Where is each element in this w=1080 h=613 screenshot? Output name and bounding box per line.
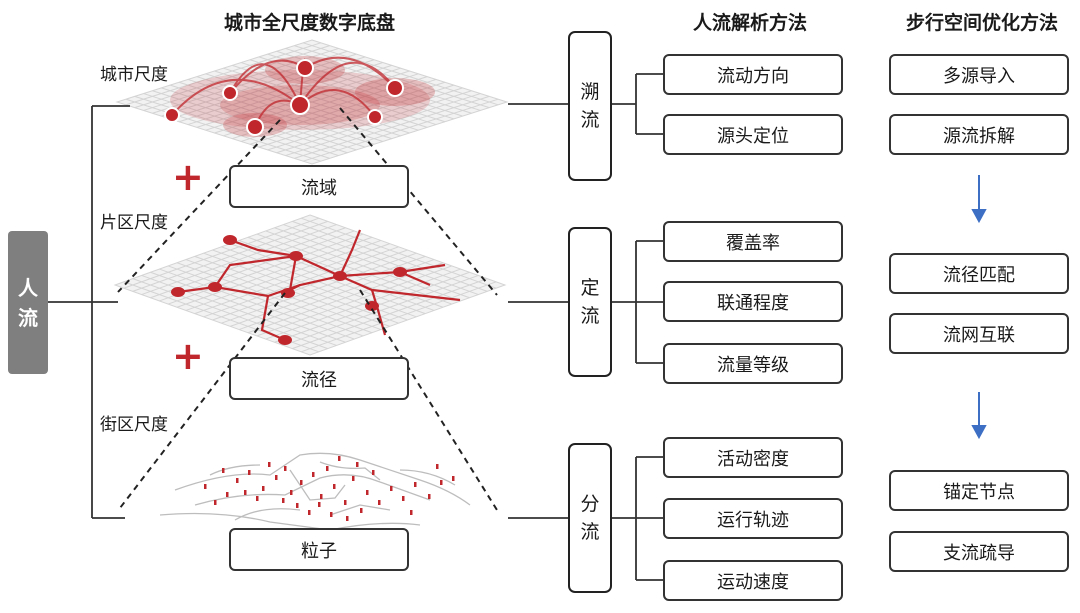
layer-to-method-connectors bbox=[508, 103, 568, 519]
scale-label-block: 街区尺度 bbox=[100, 415, 168, 435]
street-block-outlines bbox=[159, 452, 471, 531]
district-scale-grid bbox=[113, 214, 507, 356]
layer-box-particle: 粒子 bbox=[229, 528, 409, 571]
root-char-2: 流 bbox=[18, 305, 38, 330]
analysis-item-trajectory: 运行轨迹 bbox=[663, 498, 843, 539]
optimization-item-network-interconnect: 流网互联 bbox=[889, 313, 1069, 354]
method-locate-flow: 定 流 bbox=[568, 227, 612, 377]
street-particles bbox=[204, 456, 455, 521]
method-locate-char-1: 定 bbox=[580, 277, 600, 299]
plus-sign-2: + bbox=[172, 334, 204, 378]
optimization-title: 步行空间优化方法 bbox=[906, 12, 1059, 34]
analysis-item-flow-grade: 流量等级 bbox=[663, 343, 843, 384]
analysis-item-activity-density: 活动密度 bbox=[663, 437, 843, 478]
method-trace-source: 溯 流 bbox=[568, 31, 612, 181]
optimization-item-multi-source-input: 多源导入 bbox=[889, 54, 1069, 95]
method-split-char-1: 分 bbox=[580, 493, 600, 515]
method-split-flow: 分 流 bbox=[568, 443, 612, 593]
root-char-1: 人 bbox=[18, 275, 38, 300]
analysis-item-coverage: 覆盖率 bbox=[663, 221, 843, 262]
optimization-item-source-decomposition: 源流拆解 bbox=[889, 114, 1069, 155]
scale-label-city: 城市尺度 bbox=[100, 65, 168, 85]
optimization-item-path-matching: 流径匹配 bbox=[889, 253, 1069, 294]
root-connectors bbox=[48, 105, 130, 519]
method-trace-char-1: 溯 bbox=[580, 81, 600, 103]
method-trace-char-2: 流 bbox=[580, 109, 600, 131]
method-split-char-2: 流 bbox=[580, 521, 600, 543]
district-flow-nodes bbox=[171, 235, 407, 345]
analysis-title: 人流解析方法 bbox=[693, 12, 808, 34]
analysis-item-connectivity: 联通程度 bbox=[663, 281, 843, 322]
city-flow-nodes bbox=[164, 59, 404, 136]
base-title: 城市全尺度数字底盘 bbox=[224, 12, 396, 34]
city-flow-arcs bbox=[171, 56, 396, 128]
scale-label-district: 片区尺度 bbox=[100, 213, 168, 233]
optimization-arrows bbox=[971, 175, 987, 440]
analysis-item-speed: 运动速度 bbox=[663, 560, 843, 601]
analysis-item-source-location: 源头定位 bbox=[663, 114, 843, 155]
layer-box-path: 流径 bbox=[229, 357, 409, 400]
analysis-bracket-connectors bbox=[612, 73, 663, 581]
optimization-item-branch-diversion: 支流疏导 bbox=[889, 531, 1069, 572]
zoom-projection-lines bbox=[117, 107, 498, 511]
root-node-people-flow: 人 流 bbox=[8, 231, 48, 374]
plus-sign-1: + bbox=[172, 155, 204, 199]
method-locate-char-2: 流 bbox=[580, 305, 600, 327]
analysis-item-flow-direction: 流动方向 bbox=[663, 54, 843, 95]
optimization-item-anchor-nodes: 锚定节点 bbox=[889, 470, 1069, 511]
layer-box-basin: 流域 bbox=[229, 165, 409, 208]
